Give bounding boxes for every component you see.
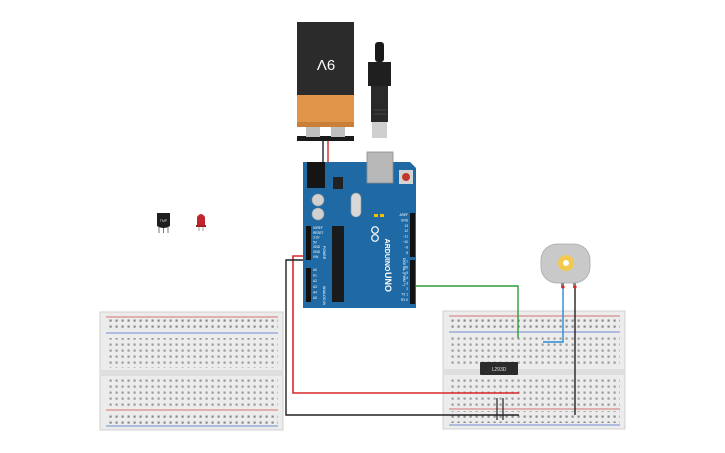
pin-label-digital-3: 12 [404,229,408,233]
pin-label-digital-0: AREF [399,213,408,217]
digital-label: DIGITAL (PWM ~) [402,258,406,286]
pin-label-power-6: VIN [313,255,319,259]
battery-icon[interactable]: 9V [297,22,354,141]
pin-label-digital-2: 13 [404,224,408,228]
pin-label-power-5: GND [313,250,321,254]
power-label: POWER [322,246,326,260]
pin-label-power-0: IOREF [313,226,323,230]
pin-label-analog-5: A5 [313,296,317,300]
pin-label-digital2-4: ~3 [404,282,408,286]
pin-label-power-4: GND [313,245,321,249]
pin-label-power-2: 3.3V [313,236,320,240]
pin-label-digital-6: ~9 [404,245,408,249]
pin-label-power-1: RESET [313,231,324,235]
pin-label-power-3: 5V [313,240,318,244]
pin-label-digital2-7: RX 0 [401,298,408,302]
pin-label-digital-5: ~10 [403,240,409,244]
pin-label-digital-7: 8 [406,251,408,255]
pin-label-digital2-1: ~6 [404,265,408,269]
pin-label-analog-1: A1 [313,274,317,278]
pin-label-analog-4: A4 [313,290,317,294]
pin-label-digital2-5: 2 [406,287,408,291]
battery-label: 9V [317,56,335,73]
motor-driver-chip[interactable]: L293D [480,362,518,375]
pin-label-analog-2: A2 [313,279,317,283]
led-icon[interactable] [196,214,206,231]
analog-label: ANALOG IN [322,286,326,306]
sensor-label: TMP [160,219,168,223]
pin-label-digital2-6: TX 1 [401,292,408,296]
pin-label-digital2-2: ~5 [404,271,408,275]
pin-label-digital-4: ~11 [403,235,408,239]
temperature-sensor-icon[interactable]: TMP [157,213,170,233]
breadboard-right[interactable] [442,310,626,430]
arduino-uno-board[interactable]: ARDUINO UNO POWER ANALOG IN DIGITAL (PWM… [303,151,416,308]
pin-label-digital2-3: 4 [406,276,408,280]
arduino-model: UNO [383,272,393,292]
pin-label-digital2-0: 7 [406,260,408,264]
pin-label-digital-1: GND [401,218,409,222]
wire-green [414,285,519,338]
arduino-brand: ARDUINO [383,239,390,272]
motor-driver-label: L293D [492,367,507,373]
wire-motor-blue [543,285,564,343]
usb-plug-icon[interactable] [368,42,391,138]
breadboard-left[interactable] [99,311,284,431]
pin-label-analog-3: A3 [313,285,317,289]
dc-motor-icon[interactable] [540,243,591,289]
arduino-logo-icon [371,226,379,242]
wire-black [285,259,519,416]
wire-red [292,255,519,394]
pin-label-analog-0: A0 [313,268,317,272]
